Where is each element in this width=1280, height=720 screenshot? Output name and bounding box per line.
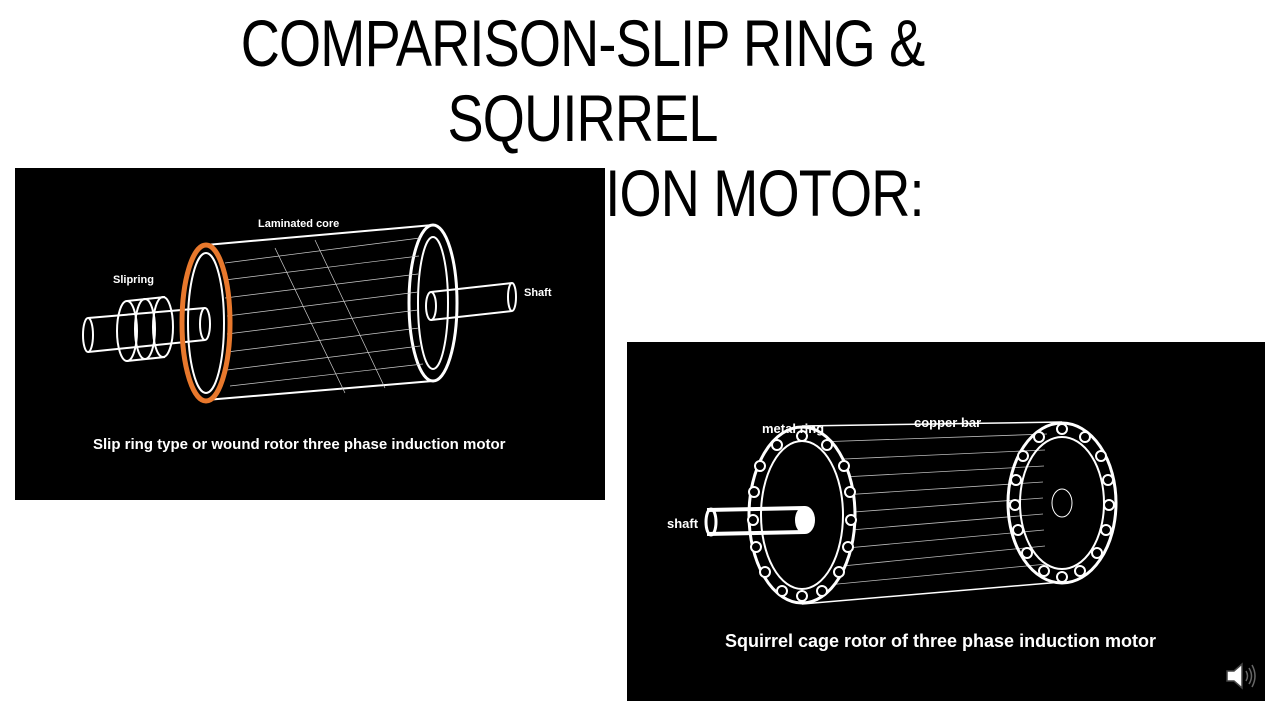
squirrel-cage-rotor-drawing [704, 421, 1118, 605]
squirrel-cage-caption: Squirrel cage rotor of three phase induc… [725, 631, 1157, 651]
copper-bar-label: copper bar [914, 415, 982, 430]
shaft-label: Shaft [524, 287, 552, 299]
slip-ring-rotor-drawing [82, 223, 517, 404]
slip-ring-rotor-image: Laminated core Slipring Shaft Slip ring … [15, 168, 605, 500]
speaker-icon[interactable] [1224, 659, 1258, 693]
metal-ring-label: metal ring [762, 421, 825, 436]
slide-title-line-1: COMPARISON-SLIP RING & SQUIRREL [240, 6, 925, 155]
squirrel-cage-rotor-image: metal ring copper bar shaft Squirrel cag… [627, 342, 1265, 701]
slipring-label: Slipring [113, 274, 154, 286]
shaft-label: shaft [667, 516, 699, 531]
slip-ring-caption: Slip ring type or wound rotor three phas… [93, 436, 506, 453]
laminated-core-label: Laminated core [258, 218, 340, 230]
